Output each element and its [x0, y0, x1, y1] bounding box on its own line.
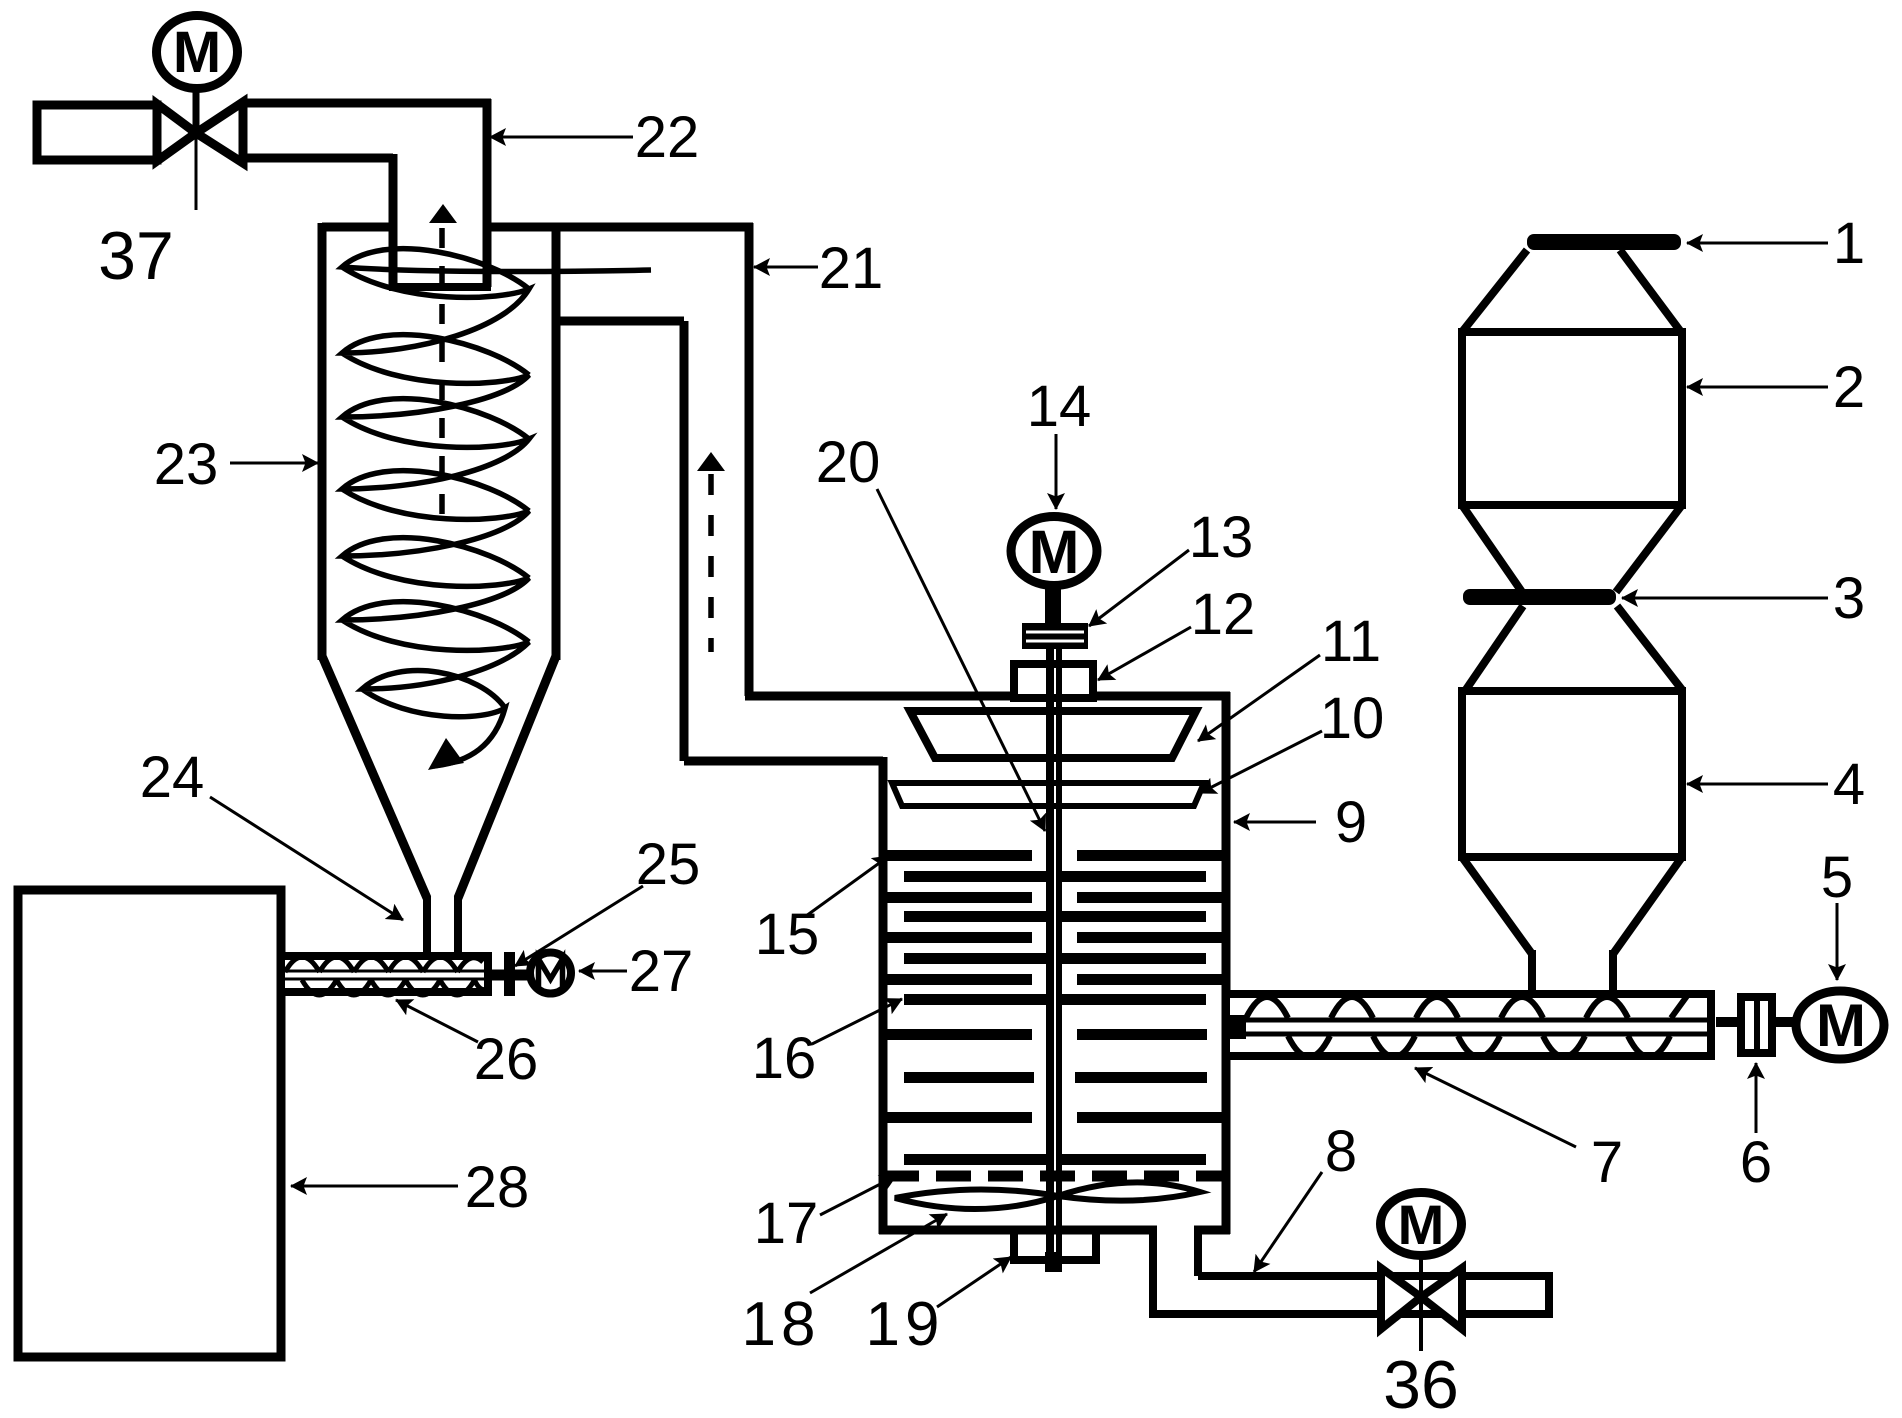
svg-text:25: 25: [636, 832, 701, 897]
svg-text:20: 20: [816, 430, 881, 495]
svg-text:36: 36: [1383, 1347, 1459, 1418]
svg-text:M: M: [1029, 518, 1080, 586]
svg-text:7: 7: [1591, 1130, 1623, 1195]
svg-text:27: 27: [629, 939, 694, 1004]
svg-text:4: 4: [1833, 752, 1865, 817]
svg-text:23: 23: [154, 432, 219, 497]
svg-text:18: 18: [742, 1290, 821, 1359]
svg-text:13: 13: [1189, 505, 1254, 570]
svg-text:10: 10: [1320, 686, 1385, 751]
svg-text:9: 9: [1335, 790, 1367, 855]
svg-text:2: 2: [1833, 355, 1865, 420]
svg-text:12: 12: [1191, 582, 1256, 647]
svg-text:M: M: [173, 20, 221, 85]
svg-text:14: 14: [1027, 374, 1092, 439]
svg-text:11: 11: [1321, 609, 1381, 674]
svg-text:17: 17: [754, 1191, 819, 1256]
svg-text:15: 15: [755, 902, 820, 967]
svg-text:6: 6: [1740, 1130, 1772, 1195]
svg-text:5: 5: [1821, 845, 1853, 910]
svg-text:16: 16: [752, 1026, 817, 1091]
svg-text:3: 3: [1833, 566, 1865, 631]
svg-text:1: 1: [1833, 211, 1865, 276]
svg-text:21: 21: [819, 236, 884, 301]
svg-text:22: 22: [635, 105, 700, 170]
svg-text:28: 28: [465, 1155, 530, 1220]
svg-text:8: 8: [1325, 1119, 1357, 1184]
svg-text:24: 24: [140, 745, 205, 810]
svg-text:37: 37: [98, 218, 174, 294]
svg-text:26: 26: [474, 1027, 539, 1092]
svg-text:19: 19: [866, 1290, 945, 1359]
svg-text:M: M: [1816, 992, 1866, 1059]
svg-text:M: M: [1398, 1193, 1445, 1256]
